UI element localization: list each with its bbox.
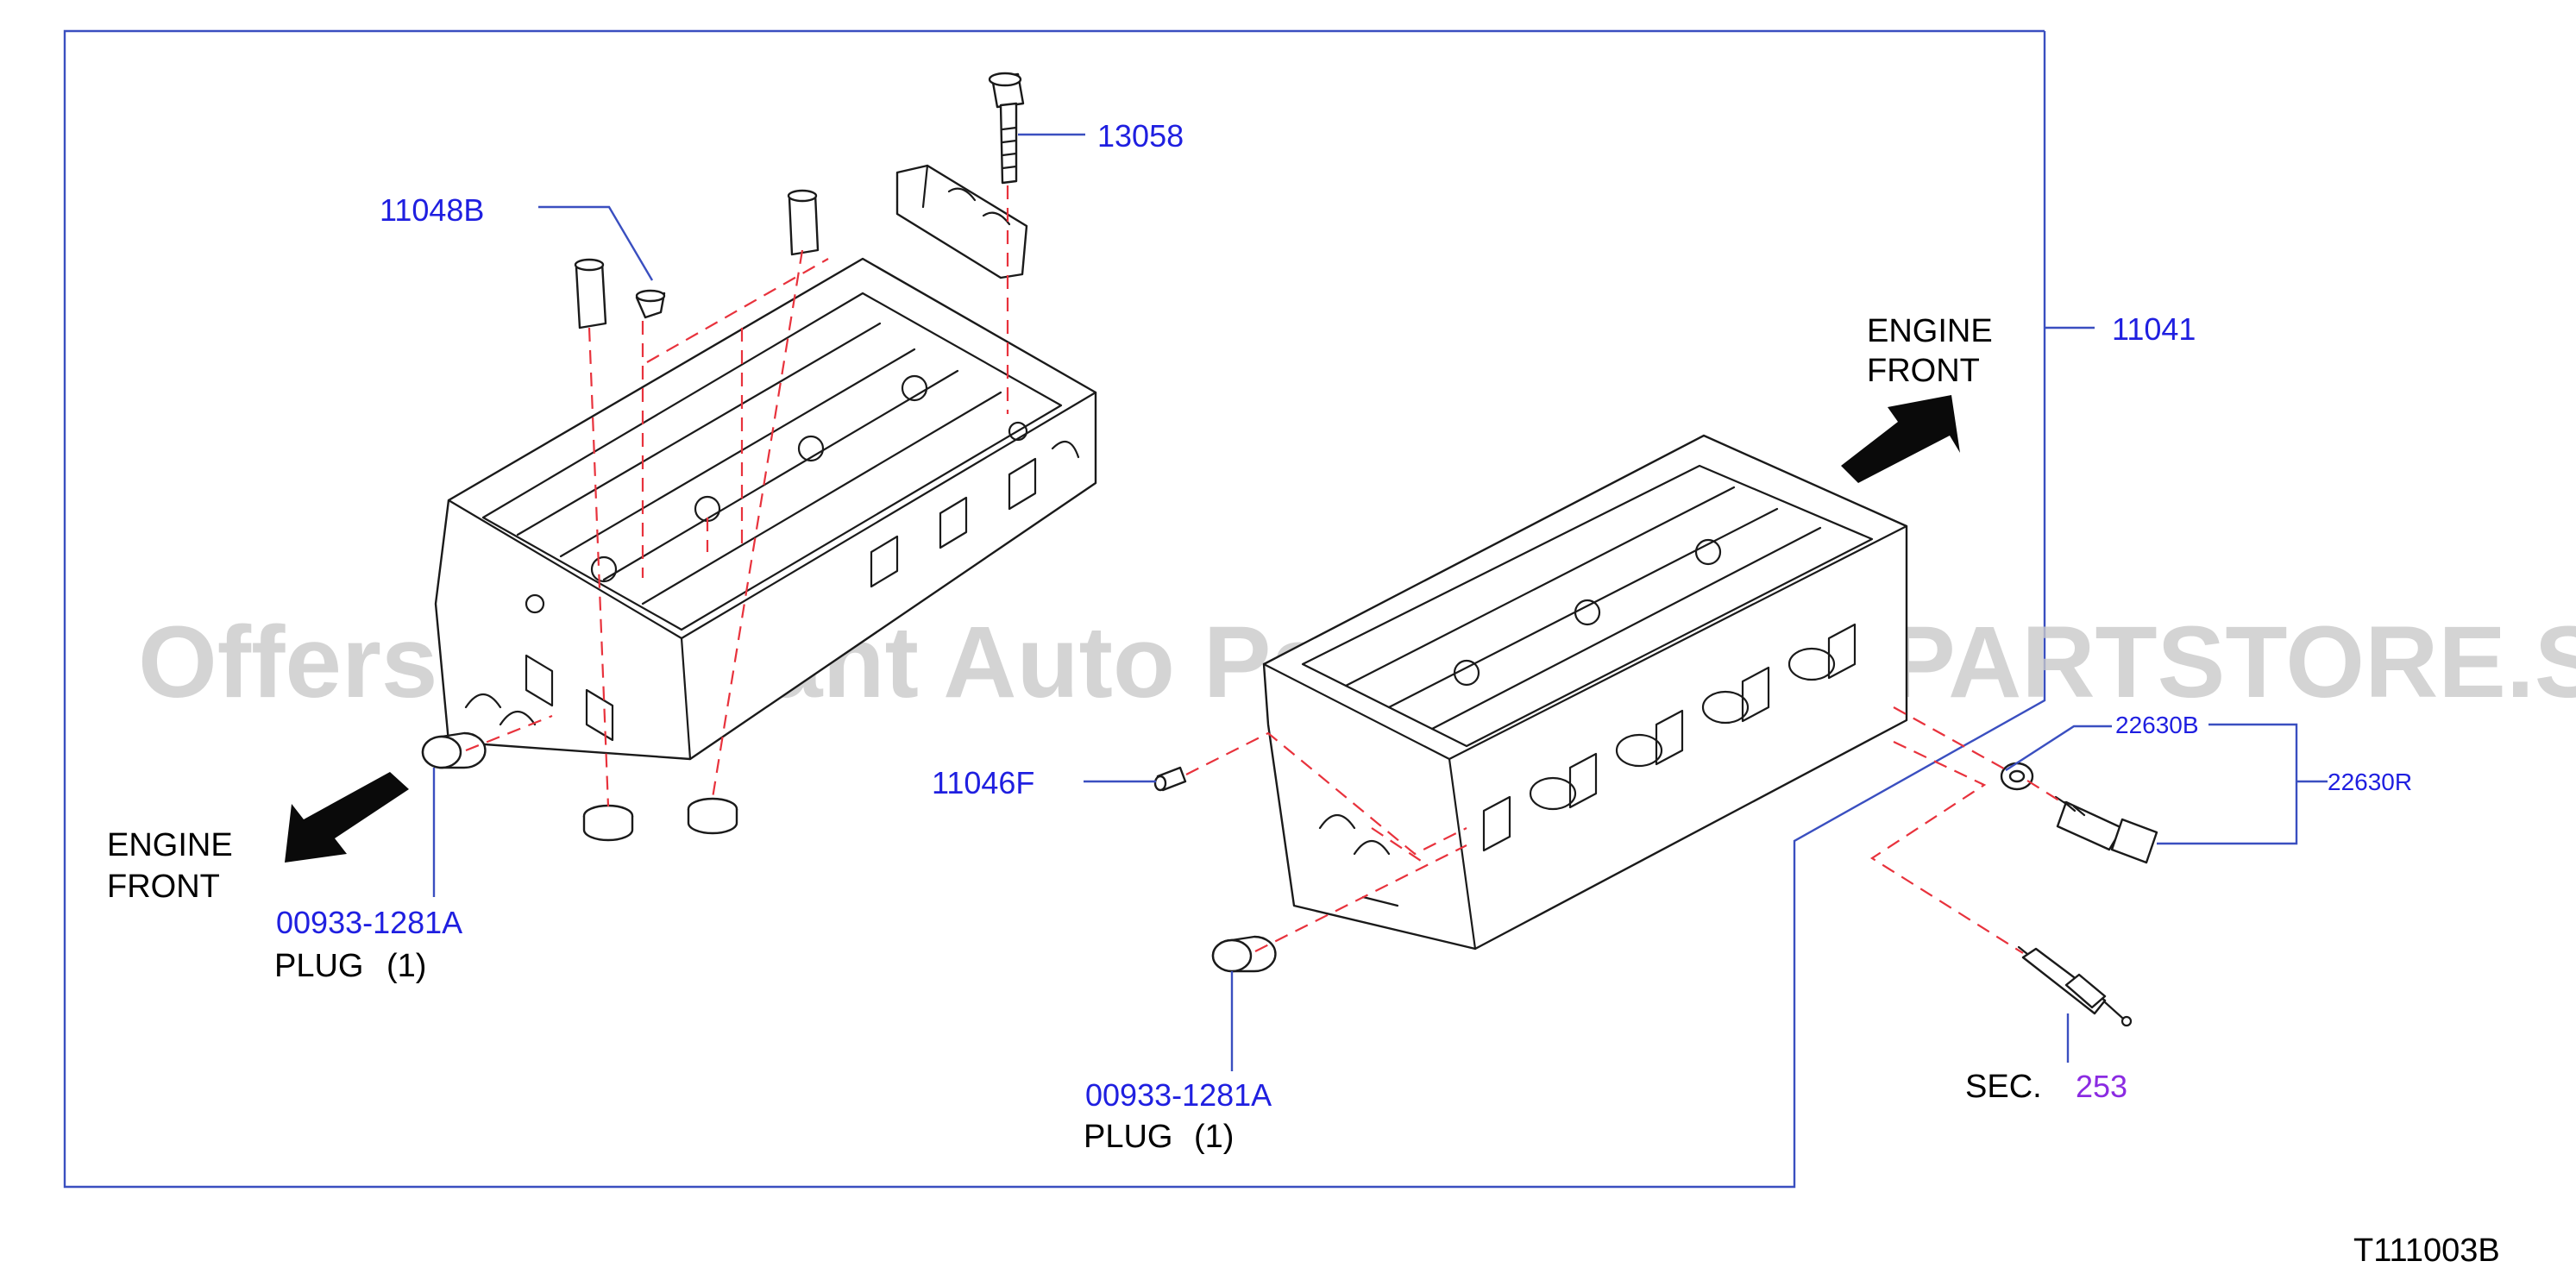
part-number-11041[interactable]: 11041 <box>2112 311 2196 347</box>
part-number-plug-left[interactable]: 00933-1281A <box>276 905 462 940</box>
glow-plug[interactable] <box>2017 945 2133 1027</box>
pin-11046f[interactable] <box>1153 766 1187 792</box>
leaders <box>432 133 2328 1071</box>
plug-left-description: PLUG <box>274 948 363 984</box>
plug-right-quantity: (1) <box>1194 1119 1234 1155</box>
assembly-frame <box>63 29 2046 1189</box>
part-number-13058[interactable]: 13058 <box>1097 118 1184 154</box>
engine-front-left-line2: FRONT <box>107 869 220 905</box>
plug-left-quantity: (1) <box>386 948 426 984</box>
engine-front-arrow-right-icon <box>1841 395 1960 483</box>
guide-lines-left <box>465 185 1009 807</box>
dowel-pin-right[interactable] <box>787 189 820 256</box>
part-number-22630r[interactable]: 22630R <box>2328 769 2412 795</box>
guide-lines-right <box>1185 706 2063 954</box>
engine-front-right-line2: FRONT <box>1867 353 1980 389</box>
engine-front-left-line1: ENGINE <box>107 827 233 863</box>
part-number-11046f[interactable]: 11046F <box>932 765 1034 800</box>
dowel-11048b[interactable] <box>635 289 666 319</box>
dowel-pin-left[interactable] <box>574 258 607 329</box>
section-label: SEC. <box>1965 1069 2042 1105</box>
bushing-left-2[interactable] <box>687 797 738 835</box>
engine-front-arrow-left-icon <box>285 772 409 863</box>
bushing-left-1[interactable] <box>582 804 634 842</box>
figure-code: T111003B <box>2353 1233 2500 1269</box>
cylinder-head-left[interactable] <box>434 257 1097 761</box>
plug-right[interactable] <box>1211 935 1277 973</box>
bolt-13058[interactable] <box>988 72 1025 185</box>
cylinder-head-right[interactable] <box>1262 434 1908 951</box>
part-number-11048b[interactable]: 11048B <box>380 192 484 228</box>
washer-22630b[interactable] <box>2000 762 2034 791</box>
part-number-22630b[interactable]: 22630B <box>2115 712 2199 738</box>
plug-right-description: PLUG <box>1084 1119 1172 1155</box>
temperature-sensor-22630r[interactable] <box>2054 795 2158 864</box>
engine-front-right-line1: ENGINE <box>1867 313 1993 349</box>
part-number-plug-right[interactable]: 00933-1281A <box>1085 1077 1272 1113</box>
section-reference-link[interactable]: 253 <box>2076 1069 2127 1104</box>
plug-left[interactable] <box>421 731 487 769</box>
